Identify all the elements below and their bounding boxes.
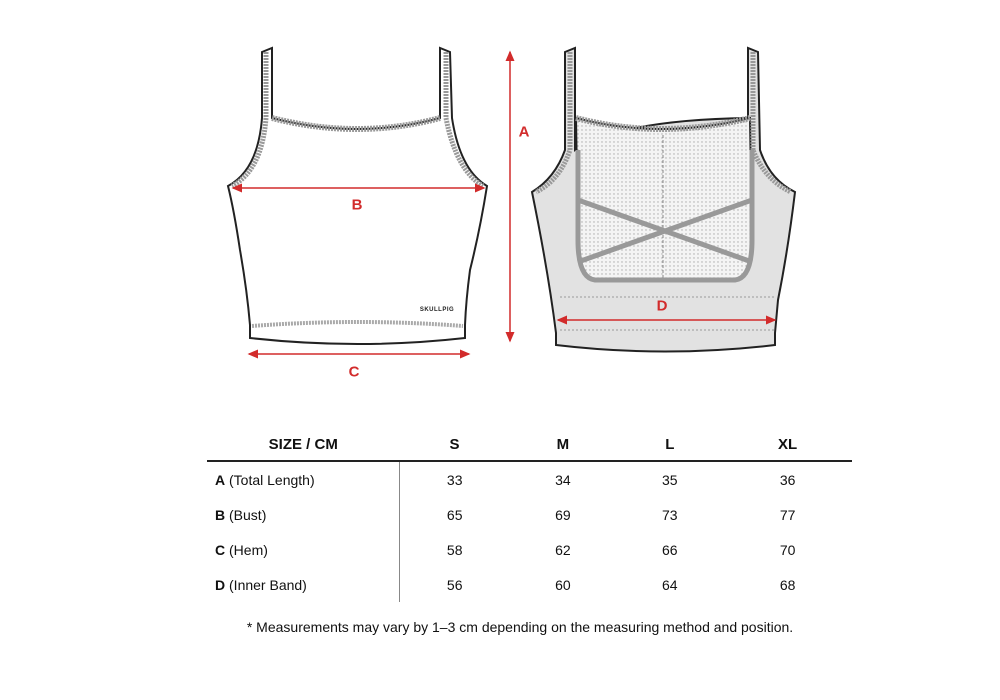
size-table: SIZE / CM S M L XL A (Total Length) 33 34 3…	[207, 428, 852, 602]
brand-logo: SKULLPIG	[419, 307, 455, 313]
label-d: D	[656, 297, 668, 315]
table-cell: 65	[446, 506, 463, 523]
label-a: A	[518, 123, 530, 141]
header-size-cm: SIZE / CM	[207, 428, 400, 462]
table-row: A (Total Length) 33 34 35 36	[207, 461, 852, 497]
table-row: C (Hem) 58 62 66 70	[207, 532, 852, 567]
garment-diagram	[226, 46, 797, 359]
table-cell: 36	[779, 471, 796, 488]
front-view	[226, 46, 489, 345]
row-name: (Total Length)	[229, 471, 315, 488]
row-name: (Bust)	[229, 506, 267, 523]
table-cell: 35	[661, 471, 678, 488]
table-cell: 56	[446, 576, 463, 593]
table-cell: 34	[555, 471, 571, 488]
header-s: S	[399, 428, 510, 462]
row-key: D	[215, 576, 226, 593]
table-row: D (Inner Band) 56 60 64 68	[207, 567, 852, 602]
table-cell: 73	[661, 506, 678, 523]
table-cell: 58	[446, 541, 463, 558]
table-cell: 68	[779, 576, 796, 593]
row-name: (Inner Band)	[229, 576, 307, 593]
table-row: B (Bust) 65 69 73 77	[207, 497, 852, 532]
table-cell: 33	[446, 471, 463, 488]
label-c: C	[348, 363, 360, 381]
table-header: SIZE / CM S M L XL	[207, 428, 852, 462]
back-view	[530, 46, 797, 353]
row-key: C	[215, 541, 226, 558]
header-m: M	[509, 428, 617, 462]
table-cell: 70	[779, 541, 796, 558]
label-b: B	[351, 196, 363, 214]
footnote: * Measurements may vary by 1–3 cm depend…	[246, 619, 794, 635]
row-label: B (Bust)	[207, 497, 400, 532]
row-label: C (Hem)	[207, 532, 400, 567]
table-cell: 69	[555, 506, 571, 523]
row-key: A	[215, 471, 226, 488]
table-cell: 77	[779, 506, 796, 523]
table-cell: 62	[555, 541, 571, 558]
table-cell: 64	[661, 576, 678, 593]
row-key: B	[215, 506, 226, 523]
measurement-lines	[231, 50, 777, 359]
row-label: D (Inner Band)	[207, 567, 400, 602]
row-label: A (Total Length)	[207, 461, 400, 497]
row-name: (Hem)	[229, 541, 268, 558]
table-cell: 60	[555, 576, 571, 593]
table-cell: 66	[661, 541, 678, 558]
header-l: L	[616, 428, 724, 462]
header-xl: XL	[723, 428, 852, 462]
